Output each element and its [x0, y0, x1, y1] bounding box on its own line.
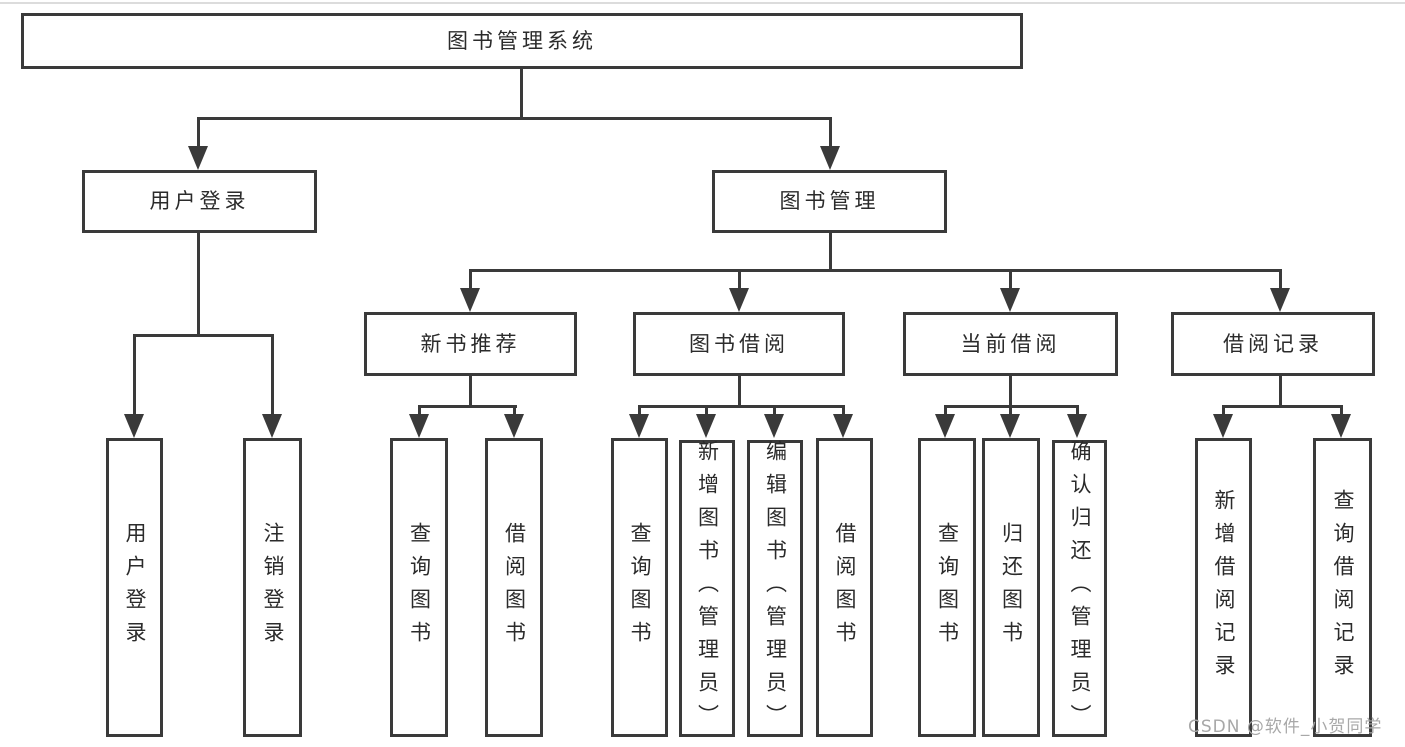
edge-drop-add-books-admin: [705, 405, 708, 416]
arrow-into-edit-books-admin: [764, 414, 784, 438]
leaf-edit-books-admin-label: 编辑图书（管理员）: [763, 440, 788, 737]
leaf-query-books-recommend-label: 查询图书: [407, 521, 432, 654]
leaf-query-books-current: 查询图书: [918, 438, 976, 737]
edge-book-borrow-bar: [638, 405, 845, 408]
csdn-watermark: CSDN @软件_小贺同学: [1188, 717, 1383, 737]
edge-drop-query-books-recommend: [418, 405, 421, 416]
node-book-borrow: 图书借阅: [633, 312, 845, 376]
arrow-into-borrow-books-recommend: [504, 414, 524, 438]
edge-current-borrow-trunk: [1009, 376, 1012, 408]
arrow-into-new-book-recommend: [460, 288, 480, 312]
edge-drop-borrow-books-recommend: [513, 405, 516, 416]
edge-book-management-trunk: [829, 233, 832, 272]
leaf-borrow-books-recommend: 借阅图书: [485, 438, 543, 737]
arrow-into-return-books: [1000, 414, 1020, 438]
leaf-query-books-borrow: 查询图书: [611, 438, 668, 737]
edge-drop-book-management: [829, 117, 832, 148]
node-user-login-label: 用户登录: [149, 189, 250, 213]
leaf-query-books-recommend: 查询图书: [390, 438, 448, 737]
node-current-borrow-label: 当前借阅: [960, 331, 1061, 356]
edge-new-book-recommend-trunk: [469, 376, 472, 408]
edge-new-book-recommend-bar: [418, 405, 517, 408]
arrow-into-leaf-user-login: [124, 414, 144, 438]
leaf-confirm-return-admin: 确认归还（管理员）: [1052, 440, 1107, 737]
node-new-book-recommend: 新书推荐: [364, 312, 577, 376]
leaf-return-books: 归还图书: [982, 438, 1040, 737]
leaf-add-borrow-record: 新增借阅记录: [1195, 438, 1252, 737]
edge-drop-leaf-user-login: [133, 334, 136, 416]
leaf-query-books-borrow-label: 查询图书: [628, 521, 652, 654]
node-current-borrow: 当前借阅: [903, 312, 1118, 376]
arrow-into-query-borrow-record: [1331, 414, 1351, 438]
leaf-borrow-books: 借阅图书: [816, 438, 873, 737]
leaf-borrow-books-label: 借阅图书: [833, 521, 857, 654]
edge-drop-query-borrow-record: [1340, 405, 1343, 416]
edge-root-bar: [197, 117, 832, 120]
node-root: 图书管理系统: [21, 13, 1023, 69]
edge-drop-borrow-books: [842, 405, 845, 416]
leaf-edit-books-admin: 编辑图书（管理员）: [747, 440, 803, 737]
leaf-query-books-current-label: 查询图书: [935, 521, 960, 654]
leaf-borrow-books-recommend-label: 借阅图书: [502, 521, 527, 654]
leaf-add-borrow-record-label: 新增借阅记录: [1212, 488, 1236, 687]
arrow-into-borrow-record: [1270, 288, 1290, 312]
arrow-into-user-login: [188, 146, 208, 170]
leaf-query-borrow-record: 查询借阅记录: [1313, 438, 1372, 737]
edge-root-trunk: [520, 69, 523, 119]
arrow-into-query-books-current: [935, 414, 955, 438]
arrow-into-add-borrow-record: [1213, 414, 1233, 438]
image-top-border: [0, 2, 1405, 4]
arrow-into-current-borrow: [1000, 288, 1020, 312]
arrow-into-confirm-return-admin: [1067, 414, 1087, 438]
edge-drop-edit-books-admin: [773, 405, 776, 416]
edge-user-login-trunk: [197, 233, 200, 337]
arrow-into-book-management: [820, 146, 840, 170]
edge-drop-leaf-logout: [271, 334, 274, 416]
leaf-return-books-label: 归还图书: [999, 521, 1024, 654]
leaf-user-login: 用户登录: [106, 438, 163, 737]
node-book-management-label: 图书管理: [779, 189, 880, 213]
node-book-borrow-label: 图书借阅: [689, 331, 789, 356]
edge-book-borrow-trunk: [738, 376, 741, 408]
edge-drop-query-books-current: [944, 405, 947, 416]
edge-drop-new-book-recommend: [469, 269, 472, 290]
edge-drop-book-borrow: [738, 269, 741, 290]
node-borrow-record: 借阅记录: [1171, 312, 1375, 376]
arrow-into-query-books-borrow: [629, 414, 649, 438]
edge-level3-bar: [469, 269, 1282, 272]
edge-drop-return-books: [1009, 405, 1012, 416]
arrow-into-add-books-admin: [696, 414, 716, 438]
edge-drop-add-borrow-record: [1222, 405, 1225, 416]
node-root-label: 图书管理系统: [447, 28, 597, 53]
arrow-into-book-borrow: [729, 288, 749, 312]
edge-borrow-record-trunk: [1279, 376, 1282, 408]
leaf-add-books-admin-label: 新增图书（管理员）: [695, 440, 720, 737]
arrow-into-leaf-logout: [262, 414, 282, 438]
node-borrow-record-label: 借阅记录: [1223, 331, 1323, 356]
node-book-management: 图书管理: [712, 170, 947, 233]
leaf-add-books-admin: 新增图书（管理员）: [679, 440, 735, 737]
leaf-user-login-label: 用户登录: [123, 521, 147, 654]
edge-drop-user-login: [197, 117, 200, 148]
edge-drop-current-borrow: [1009, 269, 1012, 290]
edge-drop-confirm-return-admin: [1076, 405, 1079, 416]
edge-drop-borrow-record: [1279, 269, 1282, 290]
edge-drop-query-books-borrow: [638, 405, 641, 416]
edge-user-login-bar: [133, 334, 274, 337]
leaf-confirm-return-admin-label: 确认归还（管理员）: [1068, 440, 1092, 737]
arrow-into-borrow-books: [833, 414, 853, 438]
leaf-logout-label: 注销登录: [261, 521, 285, 654]
arrow-into-query-books-recommend: [409, 414, 429, 438]
leaf-logout: 注销登录: [243, 438, 302, 737]
edge-borrow-record-bar: [1222, 405, 1343, 408]
node-new-book-recommend-label: 新书推荐: [420, 331, 521, 356]
leaf-query-borrow-record-label: 查询借阅记录: [1331, 488, 1355, 687]
node-user-login: 用户登录: [82, 170, 317, 233]
